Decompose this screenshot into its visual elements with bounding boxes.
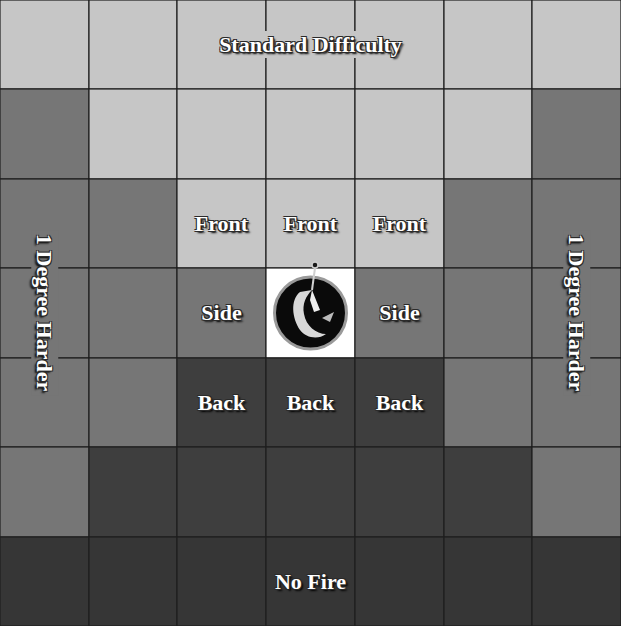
figure-base: [275, 277, 347, 349]
grid-cell: [266, 537, 355, 626]
grid-cell: [89, 268, 177, 358]
side-band: 1 Degree Harder: [0, 179, 89, 447]
grid-cell: [355, 447, 444, 537]
zone-label: 1 Degree Harder: [31, 230, 58, 395]
front-cell: Front: [266, 179, 355, 268]
grid-cell: [177, 537, 266, 626]
facing-pointer: [312, 268, 315, 290]
zone-label: Back: [372, 389, 428, 416]
grid-cell: [355, 268, 444, 358]
grid-cell: [89, 537, 177, 626]
grid-cell: [177, 89, 266, 179]
grid-cell: [444, 358, 532, 447]
grid-cell: [355, 537, 444, 626]
back-cell: Back: [355, 358, 444, 447]
grid-cell: [89, 0, 177, 89]
front-cell: Front: [355, 179, 444, 268]
difficulty-band: Standard Difficulty: [177, 0, 444, 89]
grid-cell: [89, 358, 177, 447]
side-cell: Side: [177, 268, 266, 358]
grid-cell: [89, 447, 177, 537]
grid-cell: [532, 537, 621, 626]
grid-cell: [0, 537, 89, 626]
grid-cell: [532, 89, 621, 179]
grid-cell: [444, 537, 532, 626]
grid-cell: [444, 179, 532, 268]
grid-cell: [532, 0, 621, 89]
creature-figure: [293, 290, 326, 337]
grid-cell: [0, 447, 89, 537]
zone-label: No Fire: [271, 568, 350, 595]
grid-cell: [89, 89, 177, 179]
zone-label: Side: [375, 299, 423, 326]
zone-label: Standard Difficulty: [215, 31, 406, 58]
grid-cell: [89, 179, 177, 268]
grid-cell: [177, 268, 266, 358]
back-cell: Back: [266, 358, 355, 447]
facing-pointer-tip: [312, 262, 318, 268]
creature-claw: [322, 312, 334, 322]
grid-cell: [444, 89, 532, 179]
grid-cell: [177, 358, 266, 447]
grid-cell: [0, 89, 89, 179]
grid-cell: [0, 0, 89, 89]
zone-label: Back: [283, 389, 339, 416]
zone-label: Back: [194, 389, 250, 416]
zone-label: Front: [191, 210, 252, 237]
grid-cell: [266, 179, 355, 268]
no-fire-band: No Fire: [177, 537, 444, 626]
grid-cell: [266, 268, 355, 358]
zone-label: Front: [369, 210, 430, 237]
grid-cell: [266, 89, 355, 179]
grid-cell: [532, 447, 621, 537]
grid-cell: [444, 268, 532, 358]
grid-cell: [266, 447, 355, 537]
grid-cell: [444, 447, 532, 537]
grid-cell: [355, 179, 444, 268]
grid-cell: [177, 447, 266, 537]
zone-label: Side: [197, 299, 245, 326]
creature-head: [310, 290, 320, 312]
zone-label: Front: [280, 210, 341, 237]
grid-cell: [266, 358, 355, 447]
grid-cell: [444, 0, 532, 89]
grid-cell: [355, 89, 444, 179]
zone-label: 1 Degree Harder: [563, 230, 590, 395]
front-cell: Front: [177, 179, 266, 268]
grid-cell: [177, 179, 266, 268]
grid-cell: [355, 358, 444, 447]
back-cell: Back: [177, 358, 266, 447]
side-cell: Side: [355, 268, 444, 358]
side-band: 1 Degree Harder: [532, 179, 621, 447]
